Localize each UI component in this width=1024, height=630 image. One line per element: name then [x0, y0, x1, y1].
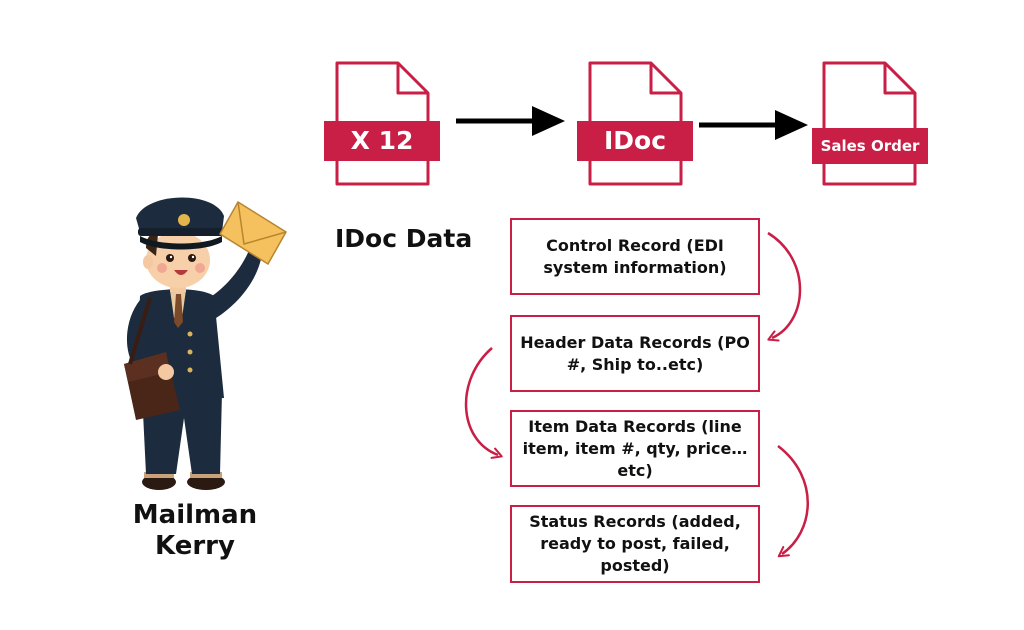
curved-arrow-item-to-status [777, 445, 809, 558]
header-data-records-text: Header Data Records (PO #, Ship to..etc) [520, 332, 750, 374]
item-data-records-box: Item Data Records (line item, item #, qt… [510, 410, 760, 487]
mailman-name: Mailman Kerry [110, 500, 280, 562]
control-record-box: Control Record (EDI system information) [510, 218, 760, 295]
idoc-label: IDoc [603, 126, 667, 155]
flow-arrow-2 [699, 110, 808, 140]
sales-order-label: Sales Order [820, 137, 920, 155]
status-records-box: Status Records (added, ready to post, fa… [510, 505, 760, 583]
flow-arrow-1 [456, 106, 565, 136]
sales-order-document-icon [812, 61, 928, 186]
item-data-records-text: Item Data Records (line item, item #, qt… [522, 416, 748, 480]
curved-arrow-control-to-header [767, 231, 802, 342]
control-record-text: Control Record (EDI system information) [543, 235, 727, 277]
cap [136, 197, 224, 232]
header-data-records-box: Header Data Records (PO #, Ship to..etc) [510, 315, 760, 392]
envelope-icon [218, 200, 288, 266]
raised-arm [206, 248, 262, 318]
status-records-text: Status Records (added, ready to post, fa… [529, 512, 741, 575]
mailman-illustration [124, 197, 265, 490]
x12-label: X 12 [350, 126, 414, 155]
mailman-name-line1: Mailman [132, 500, 258, 530]
mailman-name-line2: Kerry [155, 531, 235, 561]
idoc-data-title: IDoc Data [335, 224, 473, 253]
cap-badge [178, 214, 190, 226]
idoc-document-icon [577, 61, 693, 186]
x12-document-icon [324, 61, 440, 186]
curved-arrow-header-to-item [464, 347, 503, 459]
